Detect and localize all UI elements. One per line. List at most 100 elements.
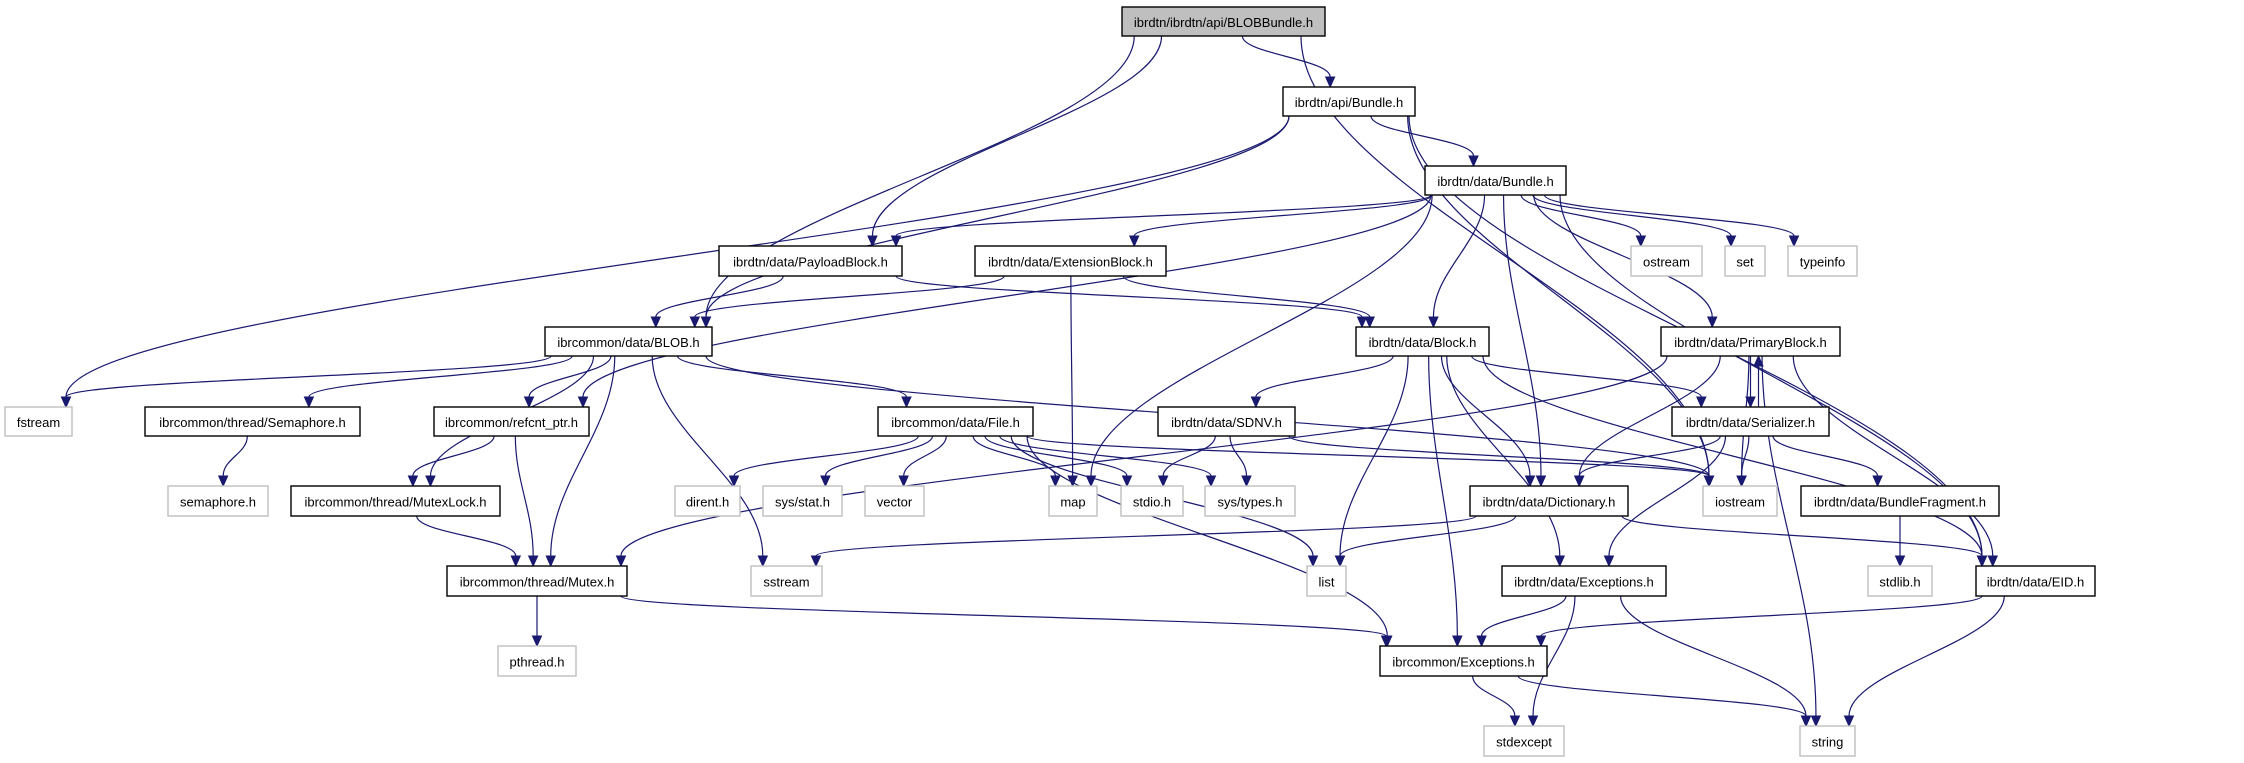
edge-line xyxy=(514,435,534,557)
node-label: ibrcommon/thread/Semaphore.h xyxy=(159,415,345,430)
node-box xyxy=(1787,245,1858,277)
edge-root-to-blob xyxy=(700,35,1135,329)
edge-sdnv-to-systypes xyxy=(1229,435,1252,488)
arrowhead-icon xyxy=(1894,555,1906,568)
arrowhead-icon xyxy=(1527,715,1539,728)
edge-line xyxy=(871,35,1163,237)
node-label: ibrdtn/data/Dictionary.h xyxy=(1483,495,1616,510)
edge-serializer-to-bundlefragment xyxy=(1772,435,1883,488)
arrowhead-icon xyxy=(901,396,912,409)
node-fstream: fstream xyxy=(4,406,73,437)
arrowhead-icon xyxy=(1356,316,1368,329)
edge-line xyxy=(1619,595,1807,717)
node-label: ibrdtn/data/Exceptions.h xyxy=(1514,575,1653,590)
node-ibrcommon-thread-semaphore-h[interactable]: ibrcommon/thread/Semaphore.h xyxy=(144,406,361,437)
arrowhead-icon xyxy=(425,475,436,488)
edge-line xyxy=(1740,435,1750,477)
edge-line xyxy=(528,355,612,398)
edge-data_bundle-to-payloadblock xyxy=(890,194,1432,248)
arrowhead-icon xyxy=(1476,635,1487,648)
node-ibrdtn-data-exceptions-h[interactable]: ibrdtn/data/Exceptions.h xyxy=(1501,565,1667,597)
node-ibrcommon-data-file-h[interactable]: ibrcommon/data/File.h xyxy=(877,406,1034,437)
node-vector: vector xyxy=(864,485,925,517)
edge-line xyxy=(895,275,1363,318)
edge-blob-to-semaphore xyxy=(303,355,573,409)
node-ibrdtn-ibrdtn-api-blobbundle-h[interactable]: ibrdtn/ibrdtn/api/BLOBBundle.h xyxy=(1121,6,1326,37)
arrowhead-icon xyxy=(1509,715,1521,728)
node-ibrcommon-exceptions-h[interactable]: ibrcommon/Exceptions.h xyxy=(1379,645,1548,677)
arrowhead-icon xyxy=(810,555,822,568)
node-ibrcommon-thread-mutex-h[interactable]: ibrcommon/thread/Mutex.h xyxy=(446,565,628,597)
arrowhead-icon xyxy=(1725,235,1737,248)
edge-line xyxy=(903,435,947,477)
node-box xyxy=(877,406,1034,437)
edge-line xyxy=(582,194,1432,398)
node-ibrcommon-data-blob-h[interactable]: ibrcommon/data/BLOB.h xyxy=(544,326,713,357)
edge-block-to-common_exceptions xyxy=(1428,355,1463,648)
edge-line xyxy=(1772,435,1879,477)
edge-line xyxy=(1432,194,1486,318)
edge-refcnt-to-mutex xyxy=(514,435,539,568)
edge-line xyxy=(1026,435,1710,477)
edge-extensionblock-to-block xyxy=(1122,275,1375,329)
edge-line xyxy=(1370,115,1475,157)
arrowhead-icon xyxy=(757,555,769,568)
edge-line xyxy=(1792,355,1994,557)
edge-line xyxy=(1578,435,1721,477)
edge-line xyxy=(550,355,616,557)
node-ibrdtn-data-bundlefragment-h[interactable]: ibrdtn/data/BundleFragment.h xyxy=(1800,485,2000,517)
arrowhead-icon xyxy=(1635,235,1647,248)
arrowhead-icon xyxy=(1987,555,1999,568)
edge-data_bundle-to-block xyxy=(1428,194,1486,329)
node-label: stdexcept xyxy=(1496,735,1552,750)
node-label: iostream xyxy=(1715,495,1765,510)
edge-line xyxy=(733,435,919,477)
edge-line xyxy=(1480,595,1567,637)
node-label: set xyxy=(1736,255,1754,270)
edge-line xyxy=(1578,355,1721,477)
node-stdexcept: stdexcept xyxy=(1483,725,1565,757)
node-ibrdtn-api-bundle-h[interactable]: ibrdtn/api/Bundle.h xyxy=(1282,86,1416,117)
node-ibrdtn-data-serializer-h[interactable]: ibrdtn/data/Serializer.h xyxy=(1671,406,1830,437)
node-box xyxy=(167,485,269,517)
node-ibrdtn-data-extensionblock-h[interactable]: ibrdtn/data/ExtensionBlock.h xyxy=(974,245,1167,277)
arrowhead-icon xyxy=(1364,316,1375,329)
node-ibrdtn-data-sdnv-h[interactable]: ibrdtn/data/SDNV.h xyxy=(1157,406,1296,437)
node-box xyxy=(750,565,823,597)
edge-line xyxy=(1339,515,1517,557)
edge-block-to-serializer xyxy=(1471,355,1707,409)
node-ibrcommon-refcnt-ptr-h[interactable]: ibrcommon/refcnt_ptr.h xyxy=(433,406,590,437)
edge-line xyxy=(65,355,552,398)
edge-root-to-payloadblock xyxy=(867,35,1163,248)
arrowhead-icon xyxy=(1334,555,1346,568)
edge-line xyxy=(1026,435,1388,637)
node-ibrcommon-thread-mutexlock-h[interactable]: ibrcommon/thread/MutexLock.h xyxy=(290,485,501,517)
node-ibrdtn-data-eid-h[interactable]: ibrdtn/data/EID.h xyxy=(1975,565,2096,597)
arrowhead-icon xyxy=(1603,555,1615,568)
node-ibrdtn-data-primaryblock-h[interactable]: ibrdtn/data/PrimaryBlock.h xyxy=(1660,326,1841,357)
edge-line xyxy=(1532,194,1732,237)
edge-block-to-list xyxy=(1334,355,1409,568)
node-label: ibrdtn/data/ExtensionBlock.h xyxy=(988,255,1153,270)
node-ibrdtn-data-dictionary-h[interactable]: ibrdtn/data/Dictionary.h xyxy=(1469,485,1629,517)
node-ibrdtn-data-payloadblock-h[interactable]: ibrdtn/data/PayloadBlock.h xyxy=(718,245,903,277)
edge-line xyxy=(1533,194,1713,318)
node-label: semaphore.h xyxy=(180,495,256,510)
edge-primaryblock-to-eid xyxy=(1792,355,1999,568)
edge-line xyxy=(1502,194,1542,477)
node-box xyxy=(1424,165,1567,196)
edge-line xyxy=(412,435,495,477)
node-label: list xyxy=(1319,575,1335,590)
node-box xyxy=(1355,326,1490,357)
node-sys-types-h: sys/types.h xyxy=(1204,485,1296,517)
node-label: ibrcommon/thread/Mutex.h xyxy=(460,575,615,590)
edge-file-to-common_exceptions xyxy=(1026,435,1393,648)
node-label: ibrdtn/data/Block.h xyxy=(1369,335,1477,350)
node-box xyxy=(1469,485,1629,517)
node-ibrdtn-data-bundle-h[interactable]: ibrdtn/data/Bundle.h xyxy=(1424,165,1567,196)
node-box xyxy=(1048,485,1098,517)
edge-file-to-systypes xyxy=(999,435,1217,488)
arrowhead-icon xyxy=(1736,475,1747,488)
node-ibrdtn-data-block-h[interactable]: ibrdtn/data/Block.h xyxy=(1355,326,1490,357)
